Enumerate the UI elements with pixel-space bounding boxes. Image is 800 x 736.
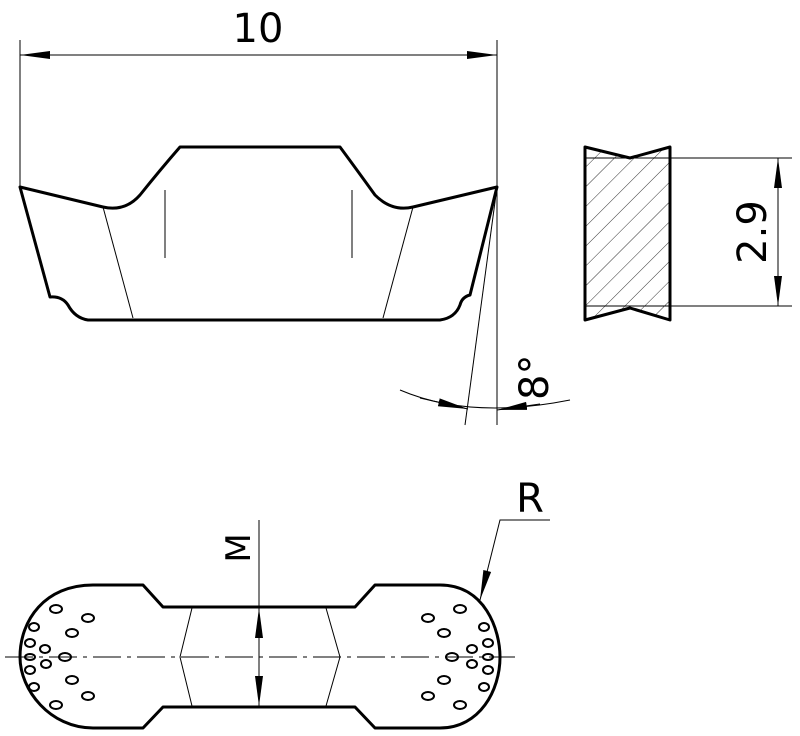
angle-label: 8° (512, 355, 558, 400)
relief-edge-right (325, 607, 341, 707)
relief-edge-left (179, 607, 193, 707)
relief-edge-left (102, 206, 134, 319)
relief-edge-right (382, 206, 414, 319)
radius-label: R (516, 476, 544, 522)
side-view: 2.9 (583, 145, 792, 322)
top-view: M R (5, 476, 550, 730)
thickness-dimension-label: 2.9 (730, 200, 776, 264)
angle-extension-line (464, 186, 498, 426)
insert-front-outline (18, 145, 499, 322)
front-view: 10 8° (18, 6, 571, 426)
radius-leader (479, 519, 550, 601)
angle-arrow-left (419, 397, 469, 410)
chip-breaker-dimples-right (421, 604, 494, 710)
chip-breaker-dimples-left (24, 604, 95, 710)
angle-arc (399, 389, 571, 409)
m-dimension-label: M (219, 533, 259, 562)
width-dimension-label: 10 (233, 6, 284, 52)
insert-top-outline (18, 583, 502, 730)
angle-arrow-right (496, 401, 541, 411)
